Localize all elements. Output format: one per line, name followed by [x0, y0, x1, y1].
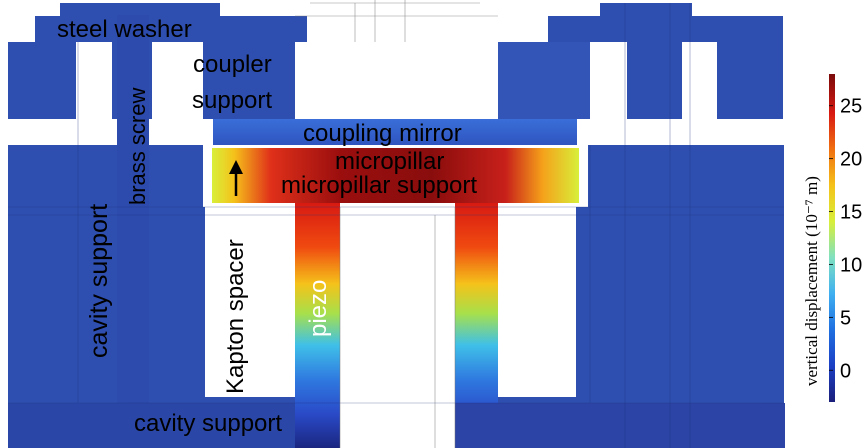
colorbar-ticks: 25 20 15 10 5 0: [829, 96, 862, 382]
brass-screw-left: [117, 15, 149, 403]
piezo-left: [295, 203, 340, 448]
steel-washer-left: [35, 3, 307, 42]
coupling-mirror: [213, 119, 577, 145]
colorbar-tick-label: 10: [840, 254, 862, 276]
coupler-support-right: [498, 42, 783, 119]
label-micropillar-support: micropillar support: [281, 172, 477, 199]
label-kapton-spacer: Kapton spacer: [222, 239, 249, 394]
cavity-support-bottom: [455, 403, 785, 448]
label-micropillar: micropillar: [335, 148, 444, 175]
label-piezo: piezo: [305, 280, 332, 337]
label-cavity-support-bottom: cavity support: [134, 410, 282, 437]
colorbar-tick-label: 0: [840, 360, 851, 382]
kapton-gap: [205, 207, 295, 397]
top-aperture: [295, 42, 498, 119]
center-guides: [295, 0, 498, 448]
colorbar-gradient: [829, 74, 835, 402]
label-brass-screw: brass screw: [125, 88, 150, 205]
kapton-arrow: [229, 160, 243, 196]
label-coupling-mirror: coupling mirror: [303, 120, 462, 147]
label-steel-washer: steel washer: [57, 16, 192, 43]
mesh-lines: [8, 3, 784, 448]
label-support: support: [192, 87, 272, 114]
colorbar-tick-label: 5: [840, 307, 851, 329]
colorbar-tick-label: 20: [840, 149, 862, 171]
colorbar-tick-label: 15: [840, 202, 862, 224]
colorbar: 25 20 15 10 5 0 vertical displacement (10⁻⁷ m…: [802, 74, 862, 402]
label-cavity-support-left: cavity support: [85, 204, 113, 358]
right-gap: [498, 207, 576, 397]
steel-washer-right: [548, 3, 783, 42]
colorbar-tick-label: 25: [840, 96, 862, 118]
micropillar: [212, 148, 579, 203]
label-coupler: coupler: [193, 51, 272, 78]
central-bore: [340, 207, 455, 448]
colorbar-label: vertical displacement (10⁻⁷ m): [802, 176, 821, 386]
